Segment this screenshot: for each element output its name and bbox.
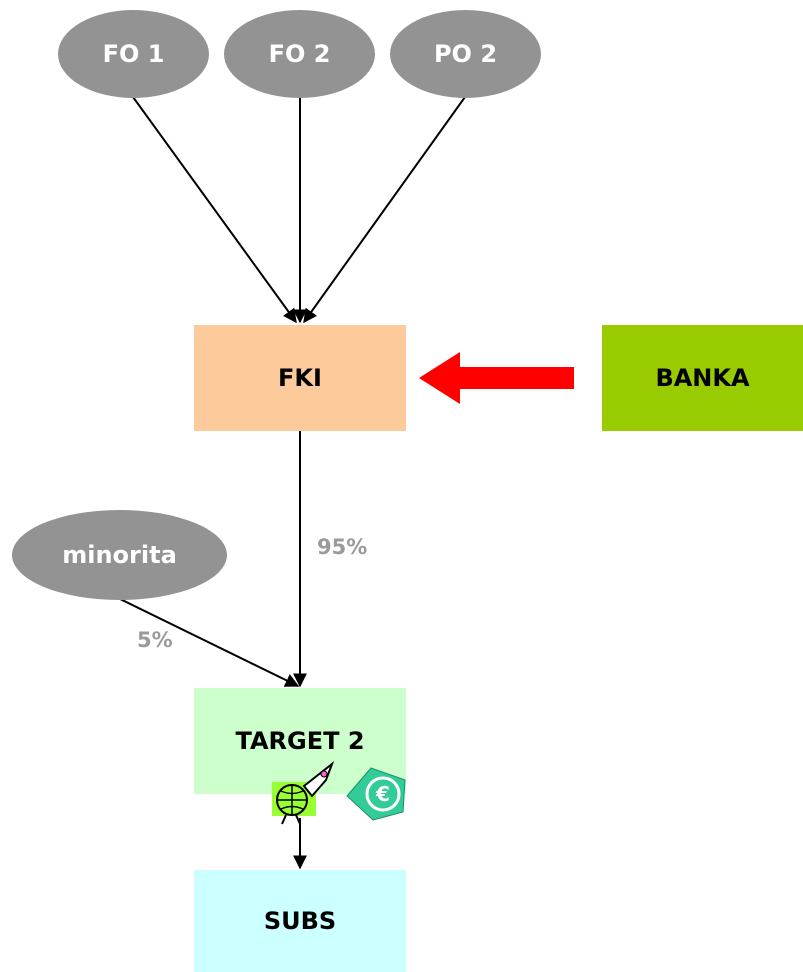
node-minorita-label: minorita xyxy=(62,541,177,569)
edge-fo1-fki xyxy=(132,96,297,324)
node-po2: PO 2 xyxy=(390,10,541,98)
node-subs: SUBS xyxy=(194,870,406,972)
globe-rocket-clipart-icon xyxy=(272,761,335,825)
edge-po2-fki xyxy=(303,96,466,324)
node-po2-label: PO 2 xyxy=(433,40,498,68)
node-fo2: FO 2 xyxy=(224,10,375,98)
svg-text:€: € xyxy=(375,782,390,806)
node-target2-label: TARGET 2 xyxy=(235,727,365,755)
edge-minorita-target-label: 5% xyxy=(137,628,173,652)
euro-badge-icon: € xyxy=(346,767,406,821)
node-subs-label: SUBS xyxy=(263,907,337,935)
node-banka-label: BANKA xyxy=(655,364,750,392)
node-fki: FKI xyxy=(194,325,406,431)
node-fki-label: FKI xyxy=(278,364,322,392)
node-fo1-label: FO 1 xyxy=(102,40,165,68)
node-minorita: minorita xyxy=(12,510,227,600)
node-banka: BANKA xyxy=(602,325,803,431)
funding-arrow xyxy=(419,352,574,404)
node-fo2-label: FO 2 xyxy=(268,40,331,68)
edge-fki-target-label: 95% xyxy=(317,535,368,559)
edge-minorita-target xyxy=(117,597,300,687)
node-fo1: FO 1 xyxy=(58,10,209,98)
